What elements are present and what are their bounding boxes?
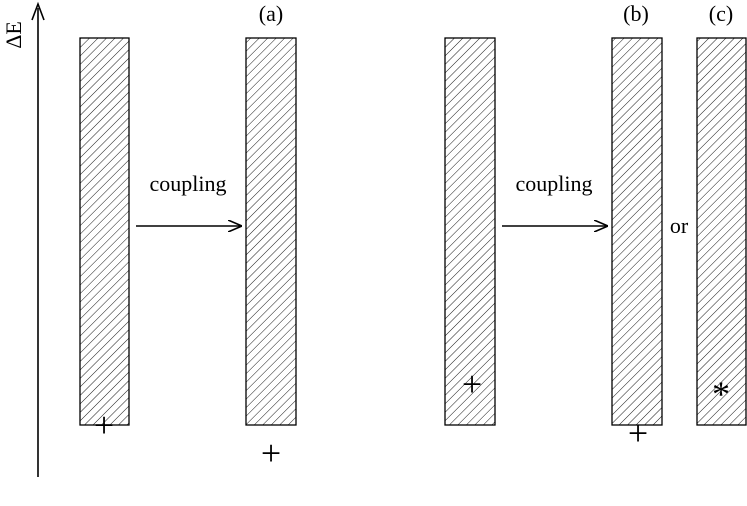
panel-label-c: (c)	[709, 1, 733, 26]
panel-label-a: (a)	[259, 1, 283, 26]
coupling-arrow-left: coupling	[136, 171, 241, 226]
energy-axis-arrowhead	[31, 1, 45, 21]
marker-b-result: +	[628, 413, 648, 453]
band-left-initial	[79, 37, 130, 426]
coupling-label-right: coupling	[516, 171, 593, 196]
coupling-arrow-right: coupling	[502, 171, 607, 226]
or-label: or	[670, 213, 689, 238]
marker-right-initial: +	[462, 364, 482, 404]
coupling-label-left: coupling	[150, 171, 227, 196]
marker-a-result: +	[261, 433, 281, 473]
energy-axis-label: ΔE	[1, 21, 26, 49]
band-a-result	[245, 37, 297, 426]
band-b-result	[611, 37, 663, 426]
marker-left-initial: +	[94, 405, 114, 445]
marker-c-result: *	[712, 374, 730, 414]
band-c-result	[696, 37, 747, 426]
panel-label-b: (b)	[623, 1, 649, 26]
band-right-initial	[444, 37, 496, 426]
energy-axis: ΔE	[1, 1, 45, 477]
